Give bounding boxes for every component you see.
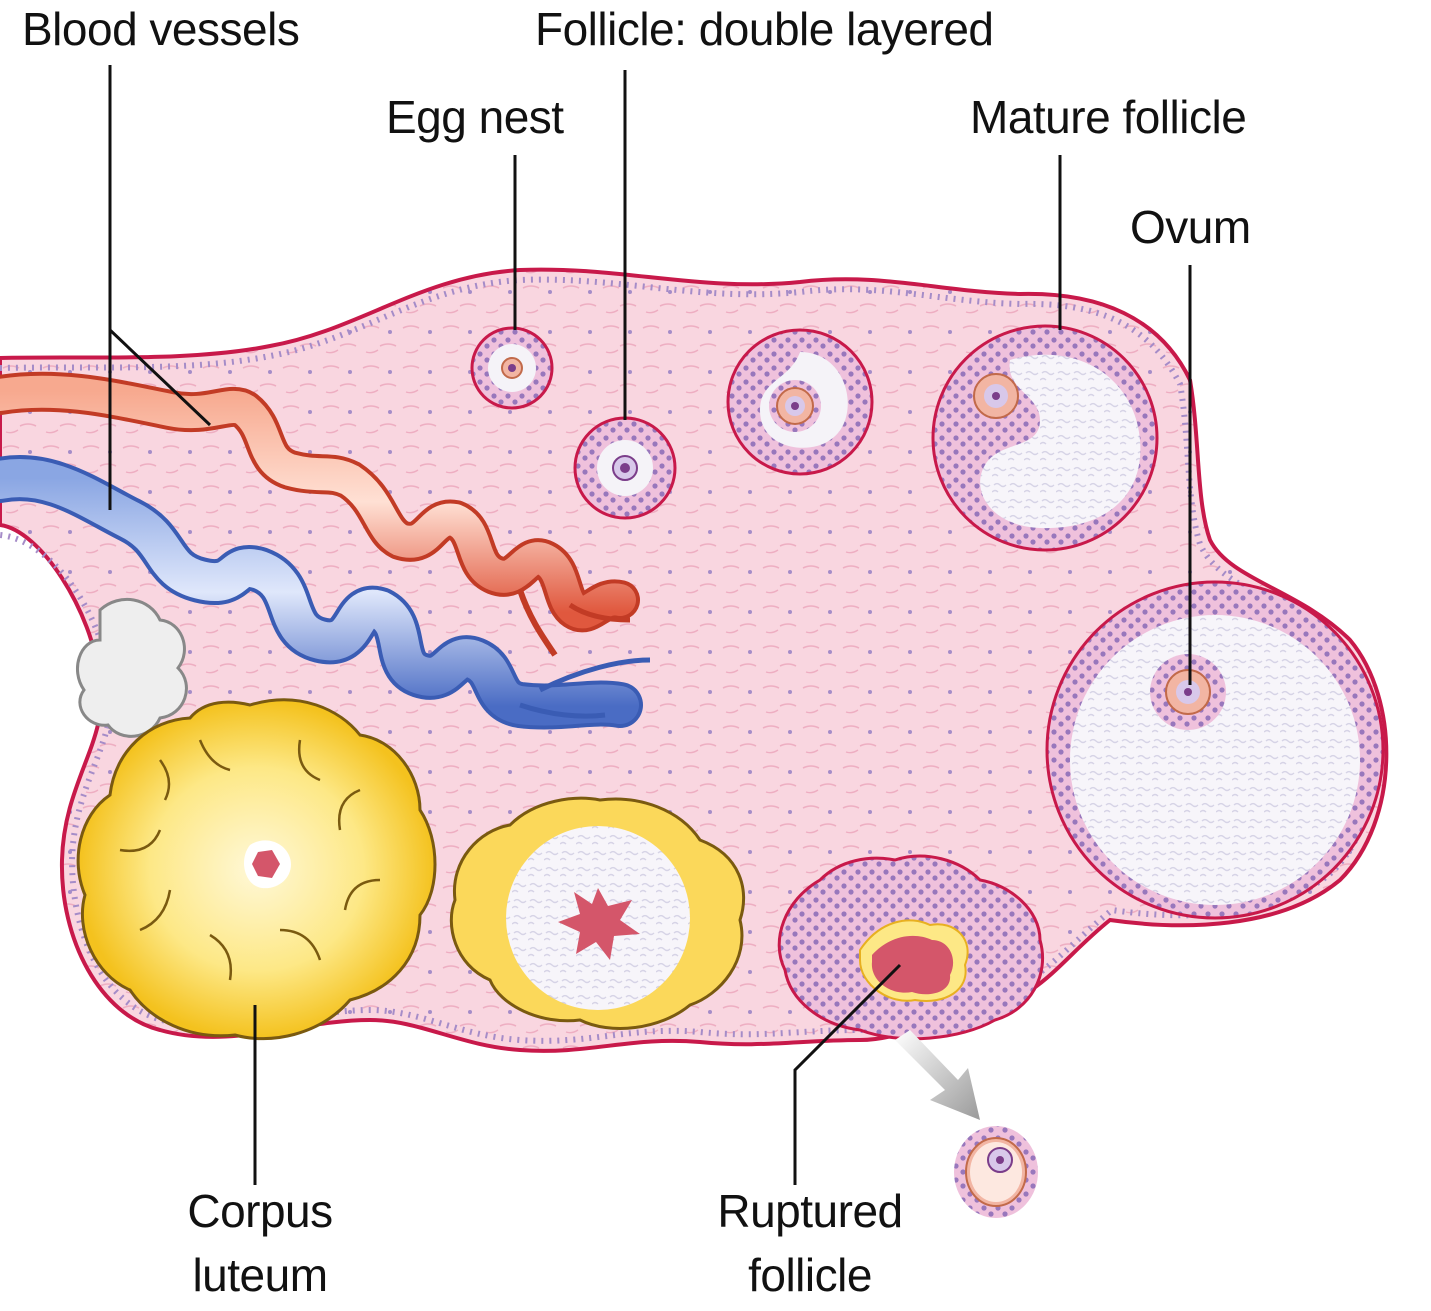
corpus-luteum-forming bbox=[449, 796, 746, 1030]
label-mature-follicle: Mature follicle bbox=[970, 91, 1247, 143]
leader-blood-vessels bbox=[108, 65, 212, 510]
label-blood-vessels: Blood vessels bbox=[22, 3, 300, 55]
release-arrow bbox=[895, 1030, 980, 1120]
released-ovum bbox=[954, 1126, 1038, 1218]
label-ruptured-follicle-line1: Ruptured bbox=[717, 1185, 903, 1237]
secondary-follicle bbox=[726, 328, 874, 476]
leader-lines bbox=[108, 65, 1192, 1185]
graafian-follicle bbox=[1045, 580, 1385, 920]
label-corpus-luteum-line2: luteum bbox=[192, 1249, 328, 1301]
follicle-double-layered bbox=[573, 416, 677, 520]
label-corpus-luteum-line1: Corpus bbox=[187, 1185, 333, 1237]
corpus-albicans bbox=[75, 597, 188, 738]
mature-follicle bbox=[931, 324, 1159, 552]
ruptured-follicle bbox=[777, 854, 1045, 1041]
egg-nest bbox=[470, 326, 554, 410]
vein bbox=[0, 455, 651, 730]
leader-ruptured-follicle bbox=[793, 963, 902, 1185]
label-ovum: Ovum bbox=[1130, 201, 1251, 253]
label-ruptured-follicle-line2: follicle bbox=[748, 1249, 872, 1301]
corpus-luteum bbox=[76, 698, 437, 1041]
label-follicle-double-layered: Follicle: double layered bbox=[535, 3, 994, 55]
artery bbox=[0, 371, 640, 657]
ovary-surface-epithelium bbox=[0, 276, 1379, 1044]
label-egg-nest: Egg nest bbox=[386, 91, 564, 143]
